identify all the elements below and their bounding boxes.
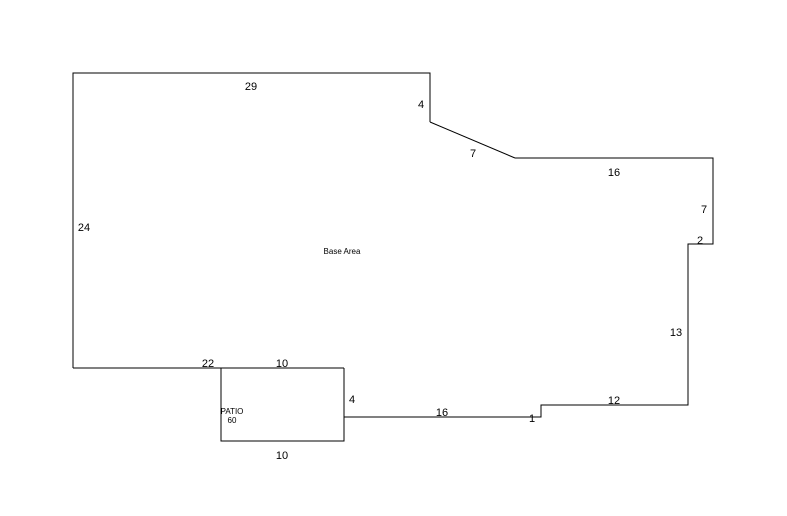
dimension-bottom-left: 22 (202, 358, 214, 370)
dimension-bottom-step: 1 (529, 413, 535, 425)
dimension-right-notch: 2 (697, 235, 703, 247)
dimension-bottom-middle: 16 (436, 407, 448, 419)
base-area-outline-upper (72, 72, 431, 368)
dimension-left: 24 (78, 222, 90, 234)
patio-dimension-bottom: 10 (276, 450, 288, 462)
dimension-diagonal: 7 (470, 148, 476, 160)
base-area-diagonal-wall (429, 121, 516, 159)
dimension-upper-right-top: 16 (608, 167, 620, 179)
patio-area-value: 60 (228, 416, 237, 425)
dimension-upper-step-right: 4 (418, 99, 424, 111)
dimension-right-lower: 13 (670, 327, 682, 339)
patio-outline (220, 368, 345, 442)
dimension-top: 29 (245, 81, 257, 93)
patio-dimension-right: 4 (349, 394, 355, 406)
dimension-right-upper: 7 (701, 204, 707, 216)
dimension-bottom-right: 12 (608, 395, 620, 407)
patio-label: PATIO (221, 407, 244, 416)
patio-dimension-top: 10 (276, 358, 288, 370)
base-area-outline-right (344, 157, 714, 418)
base-area-label: Base Area (324, 247, 361, 256)
